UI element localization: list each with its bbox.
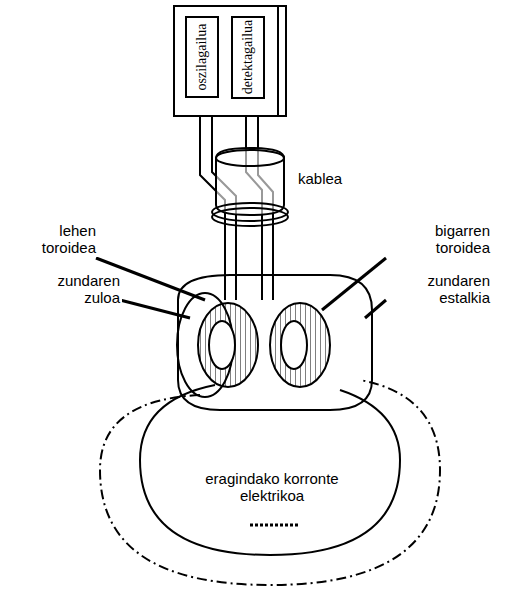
first-toroid bbox=[198, 303, 258, 387]
current-mark bbox=[250, 524, 300, 527]
probe-cover bbox=[178, 275, 372, 410]
device-box: detektagailua bbox=[231, 16, 265, 99]
current-loop-inner bbox=[140, 385, 400, 555]
cable bbox=[212, 148, 288, 226]
instrument-box bbox=[174, 6, 278, 116]
part-label: zundaren estalkia bbox=[388, 272, 492, 307]
current-loop bbox=[100, 380, 440, 585]
device-label: oszilagailua bbox=[194, 24, 210, 91]
part-label: kablea bbox=[296, 170, 380, 187]
part-label: lehen toroidea bbox=[6, 222, 98, 257]
device-box: oszilagailua bbox=[185, 16, 219, 98]
part-label: zundaren zuloa bbox=[30, 272, 122, 307]
bracket bbox=[278, 6, 286, 116]
leader-lines bbox=[96, 258, 386, 318]
part-label: bigarren toroidea bbox=[388, 222, 492, 257]
second-toroid bbox=[270, 303, 330, 387]
device-label: detektagailua bbox=[240, 20, 256, 95]
part-label: eragindako korronte elektrikoa bbox=[190, 470, 354, 505]
